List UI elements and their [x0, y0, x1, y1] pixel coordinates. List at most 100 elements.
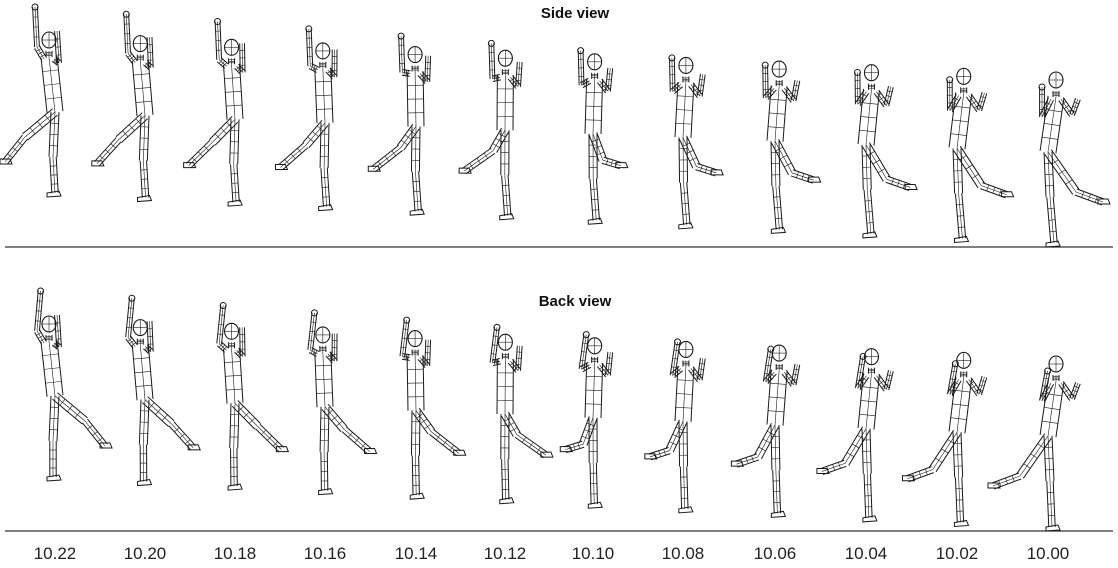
shank-swing: [429, 429, 460, 455]
foot-support: [863, 516, 877, 522]
forearm-right: [240, 43, 245, 72]
shank-support: [955, 193, 965, 239]
shank-support: [1047, 197, 1057, 244]
forearm-left: [947, 80, 952, 111]
neck: [961, 87, 967, 93]
neck: [1053, 375, 1059, 381]
foot-support: [228, 200, 242, 206]
shank-swing: [342, 427, 372, 454]
side-view-figures: [0, 4, 1110, 247]
back-figure-1: [126, 295, 200, 485]
forearm-right: [332, 50, 337, 78]
shank-support: [140, 160, 149, 197]
neck: [868, 368, 874, 374]
upper-arm-right: [326, 352, 337, 363]
back-figure-10: [902, 352, 986, 526]
upper-arm-left: [402, 70, 411, 77]
torso: [585, 79, 603, 134]
shank-swing: [83, 419, 108, 448]
side-figure-9: [854, 65, 917, 238]
time-label: 10.14: [376, 544, 456, 564]
upper-arm-left: [671, 366, 683, 377]
foot-support: [228, 484, 242, 490]
back-figure-6: [560, 332, 612, 509]
foot-swing: [711, 170, 723, 175]
shank-swing: [886, 176, 911, 190]
side-figure-4: [368, 33, 430, 215]
shank-support: [864, 189, 874, 234]
shank-support: [773, 470, 781, 513]
torso: [767, 85, 787, 141]
foot-support: [954, 236, 968, 242]
back-figure-2: [217, 303, 289, 491]
back-figure-11: [988, 356, 1080, 531]
foot-support: [47, 475, 61, 481]
upper-arm-right: [235, 64, 245, 74]
shank-support: [502, 459, 509, 500]
torso: [132, 344, 153, 400]
shank-swing: [94, 138, 121, 166]
foot-support: [410, 493, 424, 499]
foot-support: [1046, 241, 1060, 247]
upper-arm-left: [1039, 98, 1053, 119]
shank-support: [231, 448, 238, 486]
foot-swing: [1002, 192, 1014, 197]
time-label: 10.22: [15, 544, 95, 564]
forearm-left: [33, 7, 40, 47]
thigh-swing: [490, 128, 509, 152]
shank-support: [680, 466, 688, 509]
thigh-support: [230, 403, 239, 448]
torso: [315, 68, 333, 124]
shank-swing: [371, 145, 402, 171]
upper-arm-right: [235, 348, 245, 358]
side-figure-2: [184, 19, 245, 207]
neck: [412, 350, 418, 356]
shank-support: [231, 164, 240, 202]
upper-arm-left: [492, 74, 501, 81]
forearm-left: [399, 36, 405, 73]
foot-support: [410, 209, 424, 215]
time-label: 10.10: [553, 544, 633, 564]
forearm-left: [578, 51, 584, 86]
forearm-left: [308, 313, 317, 351]
shank-swing: [462, 148, 495, 174]
forearm-right: [977, 376, 987, 395]
neck: [320, 62, 326, 68]
neck: [592, 357, 598, 363]
neck: [320, 346, 326, 352]
side-figure-3: [275, 26, 337, 211]
neck: [137, 55, 143, 61]
thigh-support: [139, 399, 149, 444]
shank-support: [140, 445, 147, 482]
thigh-swing: [502, 412, 521, 436]
shank-swing: [186, 140, 214, 168]
side-figure-7: [669, 55, 723, 229]
thigh-support: [1044, 436, 1054, 481]
foot-support: [138, 196, 152, 202]
thigh-swing: [209, 116, 237, 145]
neck: [229, 342, 235, 348]
back-figure-8: [731, 345, 799, 517]
torso: [1040, 96, 1064, 153]
foot-swing: [905, 184, 917, 189]
foot-support: [588, 218, 602, 224]
foot-support: [319, 205, 333, 211]
foot-swing: [616, 163, 628, 168]
side-figure-11: [1039, 72, 1110, 247]
shank-support: [864, 474, 872, 518]
foot-support: [1046, 525, 1060, 531]
forearm-right: [240, 327, 245, 356]
upper-arm-left: [402, 354, 411, 361]
thigh-swing: [679, 136, 700, 168]
upper-arm-left: [35, 330, 47, 345]
time-label: 10.00: [1008, 544, 1088, 564]
foot-support: [588, 502, 602, 508]
thigh-swing: [929, 430, 960, 472]
shank-swing: [980, 183, 1007, 198]
neck: [592, 73, 598, 79]
neck: [776, 80, 782, 86]
shank-swing: [821, 460, 846, 474]
neck: [868, 84, 874, 90]
shank-swing: [735, 454, 759, 467]
torso: [41, 340, 63, 397]
